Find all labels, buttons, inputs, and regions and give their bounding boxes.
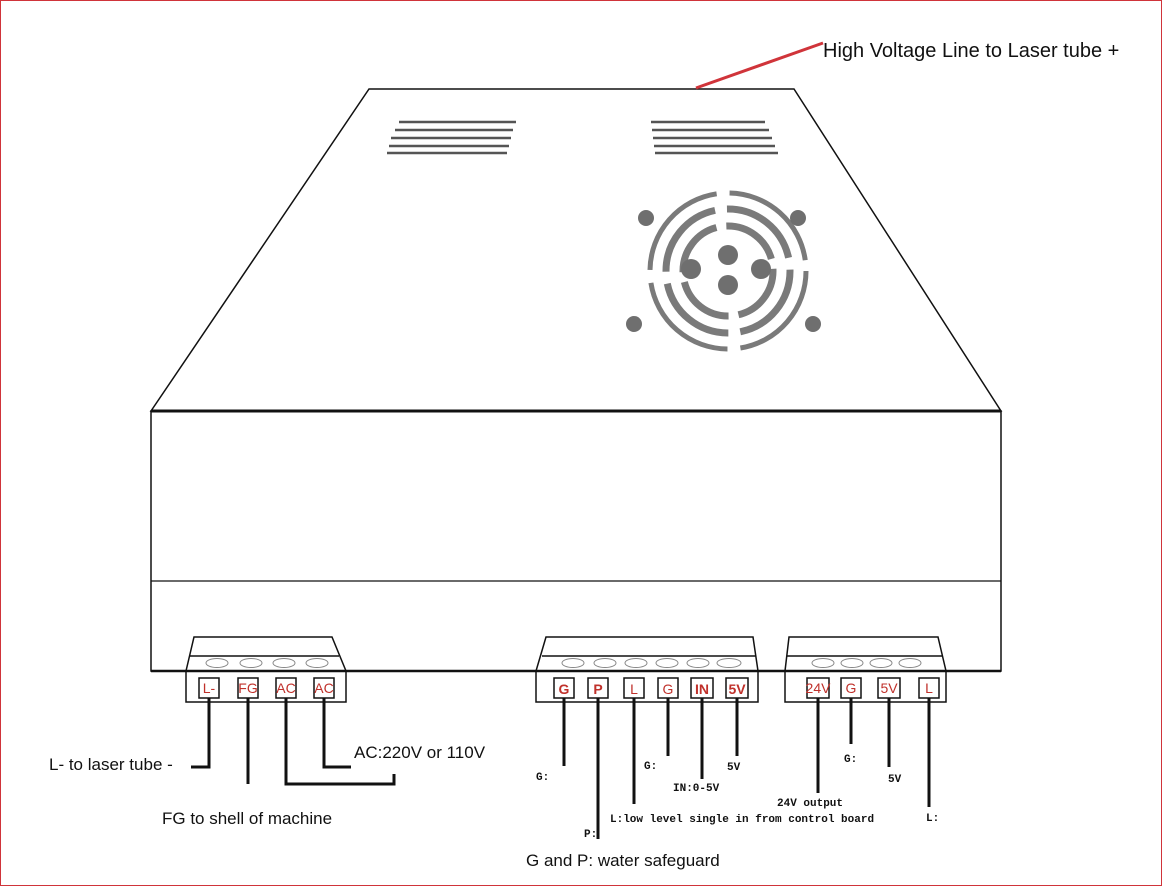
label-in: IN:0-5V — [673, 783, 720, 795]
terminal-g-1: G — [559, 681, 570, 697]
terminal-l-minus: L- — [203, 680, 216, 696]
label-out-5v: 5V — [888, 774, 902, 786]
high-voltage-label: High Voltage Line to Laser tube + — [823, 40, 1119, 62]
terminal-5v: 5V — [728, 681, 746, 697]
fan-hub — [681, 245, 771, 295]
label-ac: AC:220V or 110V — [354, 743, 486, 762]
output-connector — [784, 636, 947, 703]
terminal-in: IN — [695, 681, 709, 697]
terminal-ac-2: AC — [314, 680, 333, 696]
label-g-1: G: — [536, 772, 549, 784]
vent-left — [387, 120, 516, 155]
label-out-l: L: — [926, 813, 939, 825]
water-safeguard-caption: G and P: water safeguard — [526, 851, 720, 870]
terminal-out-l: L — [925, 680, 933, 696]
label-l-minus: L- to laser tube - — [49, 755, 173, 774]
terminal-ac-1: AC — [276, 680, 295, 696]
screw-holes — [626, 210, 821, 332]
housing-top-face — [149, 88, 1003, 412]
label-out-g: G: — [844, 754, 857, 766]
fan-grille — [647, 190, 809, 352]
power-wires — [191, 698, 396, 786]
label-fg: FG to shell of machine — [162, 809, 332, 828]
vent-right — [651, 120, 778, 155]
terminal-l: L — [630, 681, 638, 697]
terminal-24v: 24V — [806, 680, 832, 696]
housing-front-face — [150, 410, 1002, 672]
terminal-out-5v: 5V — [880, 680, 898, 696]
output-wires — [816, 698, 931, 807]
label-5v: 5V — [727, 762, 741, 774]
label-l: L:low level single in from control board — [610, 814, 874, 826]
label-p: P: — [584, 829, 597, 841]
high-voltage-line — [695, 41, 824, 90]
label-g-2: G: — [644, 761, 657, 773]
terminal-p: P — [593, 681, 602, 697]
terminal-fg: FG — [238, 680, 257, 696]
control-wires — [562, 698, 739, 839]
terminal-g-2: G — [663, 681, 674, 697]
control-connector — [534, 636, 759, 703]
terminal-out-g: G — [846, 680, 857, 696]
power-connector — [185, 636, 348, 703]
label-24v-output: 24V output — [777, 798, 843, 810]
